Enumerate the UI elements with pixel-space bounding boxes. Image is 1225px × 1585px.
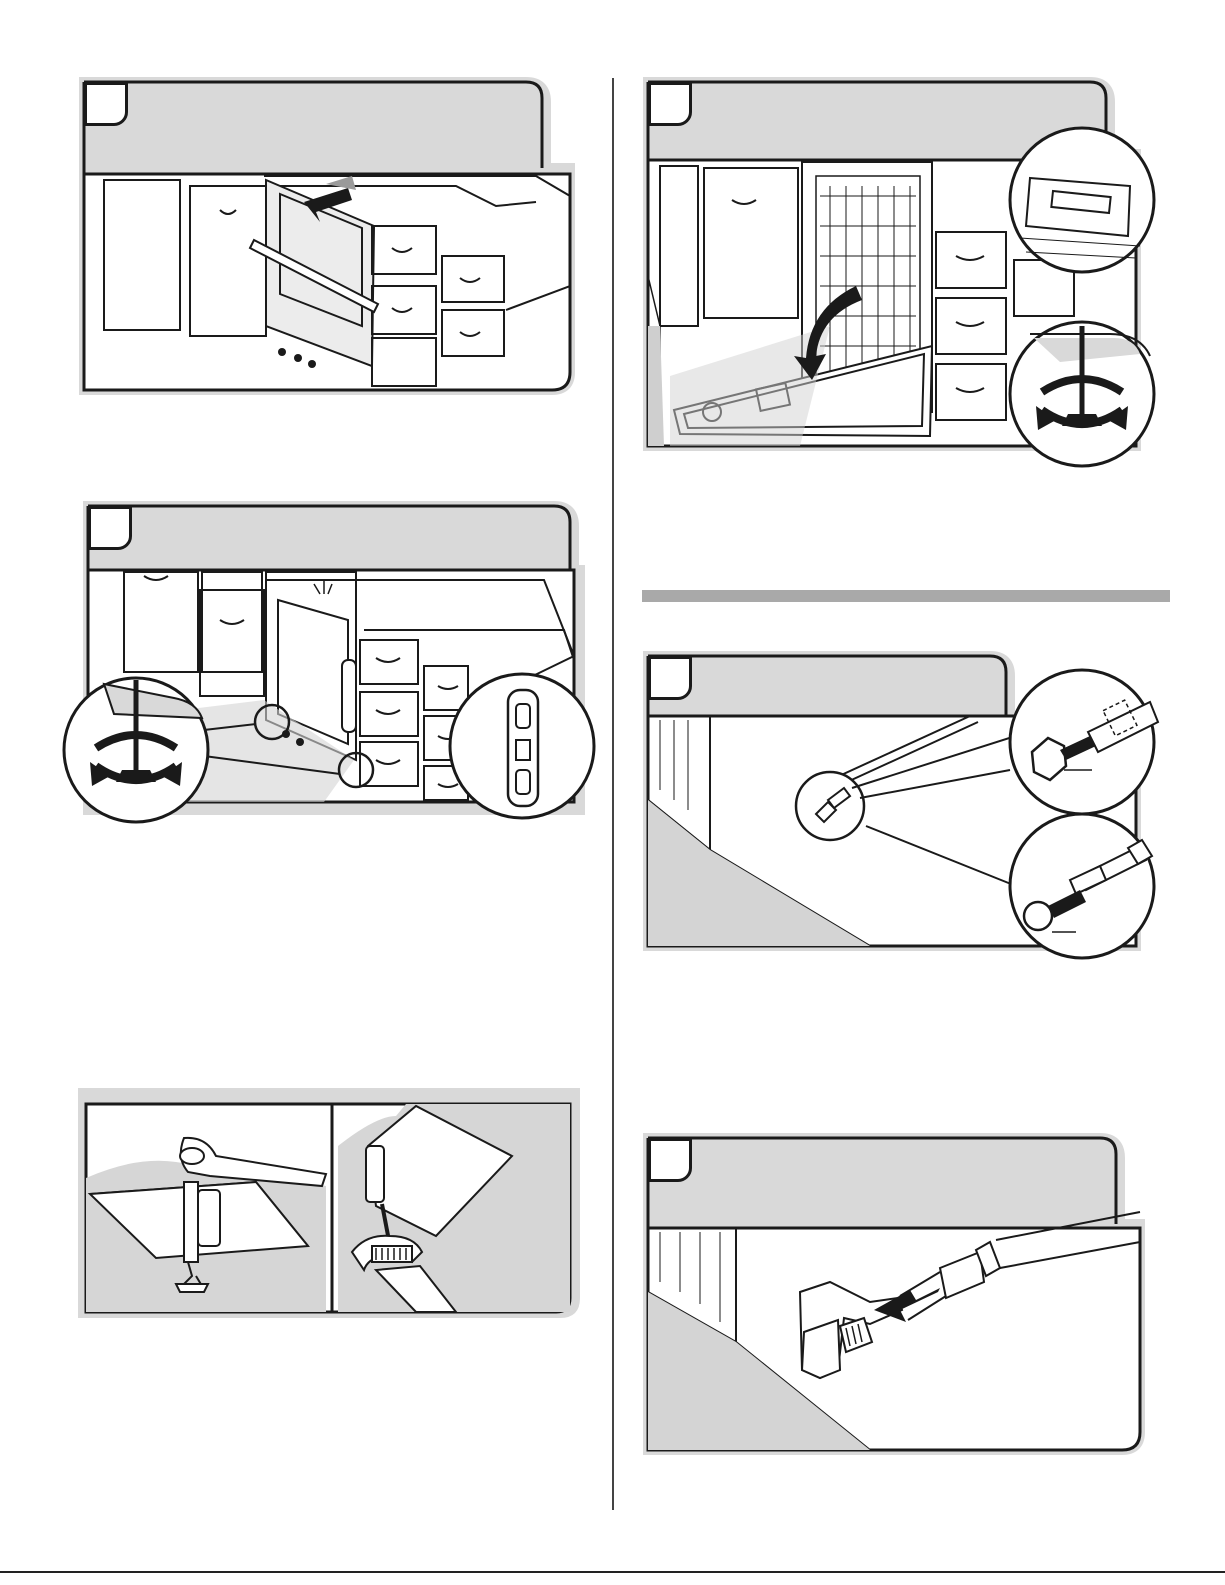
figure-lower-rack-leveling [640, 76, 1160, 468]
inset-hose-fitting [1010, 814, 1154, 958]
step-number-badge [648, 82, 692, 126]
figure-adjust-legs-tools [76, 1086, 582, 1322]
figure-adjust-legs-tools-illustration [76, 1086, 582, 1322]
figure-attach-fitting-illustration [640, 650, 1176, 970]
page-bottom-rule [0, 1571, 1225, 1573]
figure-slide-dishwasher [76, 76, 582, 396]
figure-attach-fitting [640, 650, 1176, 970]
inset-leveling-leg [64, 678, 208, 822]
inset-leveling-leg [1010, 322, 1154, 466]
step-number-badge [88, 506, 132, 550]
adjustable-wrench-icon [338, 1104, 570, 1312]
step-number-badge [648, 656, 692, 700]
figure-connect-water-line [640, 1132, 1156, 1462]
figure-slide-dishwasher-illustration [76, 76, 582, 396]
figure-lower-rack-illustration [640, 76, 1160, 468]
figure-check-level-illustration [64, 500, 600, 830]
figure-connect-water-line-illustration [640, 1132, 1156, 1462]
inset-rack-detail [1010, 128, 1154, 272]
figure-check-level [64, 500, 600, 830]
inset-door-latch [450, 674, 594, 818]
step-number-badge [84, 82, 128, 126]
step-number-badge [648, 1138, 692, 1182]
column-divider [612, 78, 614, 1510]
section-divider-bar [642, 590, 1170, 602]
